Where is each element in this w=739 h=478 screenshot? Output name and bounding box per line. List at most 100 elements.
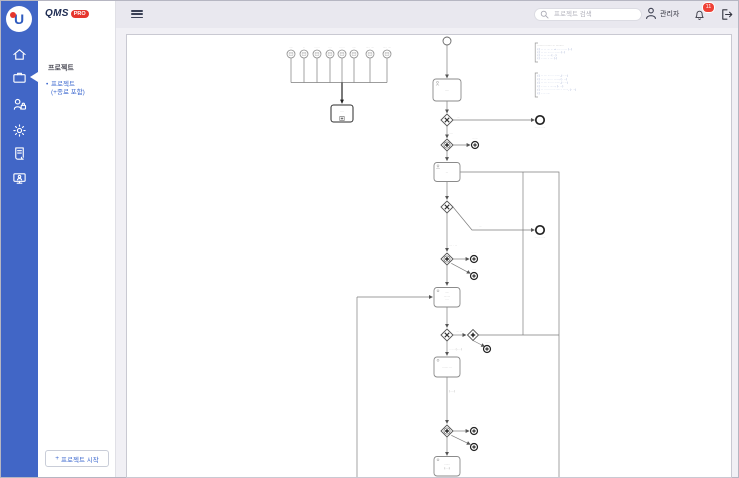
start-event-node[interactable]: ······: [337, 46, 347, 59]
task-label-line2: (····): [444, 466, 449, 470]
task-label: ·····: [445, 89, 450, 93]
sidebar-item-users[interactable]: [11, 96, 28, 113]
sidebar-item-system[interactable]: [11, 170, 28, 187]
sidebar-item-home[interactable]: [11, 46, 28, 63]
edge-label: ·····: [449, 132, 453, 135]
gateway-parallel-1[interactable]: [466, 328, 480, 342]
end-event-2[interactable]: ······· ·····: [535, 224, 546, 240]
bpmn-diagram: ····· ··· ······: [286, 36, 576, 477]
annotation-line: (·) ·· ··· ·····: [538, 92, 551, 95]
start-event-node[interactable]: ····· ····: [365, 46, 375, 59]
gateway-exclusive-1[interactable]: [440, 113, 454, 127]
event-label: ····: [328, 46, 332, 50]
plus-event-icon: [472, 429, 476, 433]
event-label: ·····: [352, 46, 356, 50]
sidebar-item-settings[interactable]: [11, 122, 28, 139]
gateway-event-3[interactable]: [440, 424, 454, 438]
intermediate-event-2[interactable]: ······: [469, 252, 479, 264]
subprocess-label: ····: [340, 111, 343, 114]
task-node-1[interactable]: ·····: [432, 78, 462, 102]
subprocess-node[interactable]: ····: [330, 104, 354, 123]
gateway-exclusive-2[interactable]: [440, 200, 454, 214]
text-annotation-1: ········· ········ ··· ·········· (·) ··…: [534, 42, 573, 63]
brand-name: QMS: [45, 8, 69, 19]
annotation-line: (·) ··· ··· ····· ·· ·······, (·· ···): [538, 78, 568, 81]
menu-toggle-button[interactable]: [131, 10, 143, 19]
plus-event-icon: [472, 274, 476, 278]
task-label-line3: ····: [445, 299, 448, 302]
task-label-line1: ·····: [445, 292, 449, 295]
task-node-2[interactable]: ···: [433, 162, 461, 182]
annotation-line: (·) ··· ···· ····· ·· ········ (··): [538, 51, 565, 54]
edge-label: ···· · ···: [449, 244, 457, 247]
end-event-label: ······· ·····: [535, 127, 546, 130]
sidebar-item-audit[interactable]: [11, 145, 28, 162]
nav-bullet: •: [46, 81, 49, 88]
main-content: ····· ··· ······: [116, 28, 738, 478]
logo-red-dot: [10, 12, 16, 18]
plus-event-icon: [472, 257, 476, 261]
logout-button[interactable]: [720, 8, 733, 21]
logout-icon: [722, 9, 733, 20]
gateway-event-1[interactable]: [440, 138, 454, 152]
start-event-node[interactable]: ····· ····: [382, 46, 392, 59]
home-icon: [13, 49, 26, 60]
plus-marker-icon: [340, 117, 344, 120]
nav-link-projects[interactable]: • 프로젝트 (+종료 포함): [46, 81, 85, 97]
top-start-events[interactable]: ····· ··· ······: [286, 46, 392, 59]
intermediate-event-5[interactable]: ······: [469, 424, 479, 436]
task-node-4[interactable]: ······· ···: [433, 356, 461, 378]
start-event-node[interactable]: ····: [325, 46, 335, 59]
plus-icon: +: [55, 455, 60, 462]
event-label: ···: [303, 46, 306, 50]
gateway-event-2[interactable]: [440, 252, 454, 266]
annotation-line: ········· ········ ··· ··········: [538, 44, 564, 47]
intermediate-event-6[interactable]: ····: [469, 440, 479, 452]
x-gateway-icon: [444, 117, 450, 123]
start-event-node[interactable]: ···: [299, 46, 309, 59]
diagram-edges: [290, 45, 560, 477]
user-task-icon: [436, 164, 440, 168]
event-label: ····: [472, 269, 475, 272]
start-event-node[interactable]: ······: [312, 46, 322, 59]
monitor-user-icon: [13, 173, 26, 184]
workflow-canvas[interactable]: ····· ··· ······: [126, 34, 732, 478]
intermediate-event-1[interactable]: ······: [470, 138, 480, 150]
task-node-5[interactable]: ······· (····): [433, 456, 461, 477]
end-event-1[interactable]: ······· ·····: [535, 114, 546, 130]
user-task-icon: [436, 289, 440, 293]
user-menu[interactable]: 관리자: [645, 7, 679, 20]
edge-label: ·· ···· (·····): [449, 347, 462, 351]
annotation-line: (·) ··· ··· ···· ··· → ····· ·· ····· (·…: [538, 48, 573, 51]
start-project-button[interactable]: + 프로젝트 시작: [45, 450, 109, 467]
notifications-button[interactable]: [693, 8, 707, 22]
user-name: 관리자: [660, 10, 680, 18]
plus-gateway-icon: [445, 143, 449, 147]
event-label: ······: [473, 138, 478, 141]
task-node-3[interactable]: ····· ········ ····: [433, 287, 461, 308]
intermediate-event-4[interactable]: ······: [482, 341, 492, 354]
event-label: ····· ····: [366, 46, 375, 50]
task-label-line1: ·······: [444, 463, 450, 466]
start-project-label: 프로젝트 시작: [61, 456, 99, 464]
edge-label: ···: [479, 226, 482, 229]
end-event-label: ······· ·····: [535, 237, 546, 240]
app-logo[interactable]: U: [6, 6, 32, 32]
annotation-line: (·) ··· ··· ····· (····): [538, 54, 557, 57]
user-task-icon: [436, 359, 440, 362]
annotation-line: (·) ··· ···· ····· ·· ·······, (·· ···): [538, 75, 568, 78]
project-nav-panel: QMS PRO 프로젝트 • 프로젝트 (+종료 포함) + 프로젝트 시작: [38, 1, 116, 477]
start-event-main[interactable]: [442, 36, 452, 46]
scroll-icon: [15, 147, 24, 160]
intermediate-event-3[interactable]: ····: [469, 269, 479, 281]
start-event-node[interactable]: ·····: [286, 46, 296, 59]
gateway-exclusive-3[interactable]: [440, 328, 454, 342]
sidebar-item-projects[interactable]: [11, 69, 28, 86]
annotation-bracket: [534, 72, 538, 98]
event-label: ·····: [289, 46, 293, 50]
start-event-node[interactable]: ·····: [349, 46, 359, 59]
search-input[interactable]: [552, 10, 636, 19]
user-lock-icon: [13, 98, 27, 110]
nav-link-line2: (+종료 포함): [51, 89, 85, 96]
